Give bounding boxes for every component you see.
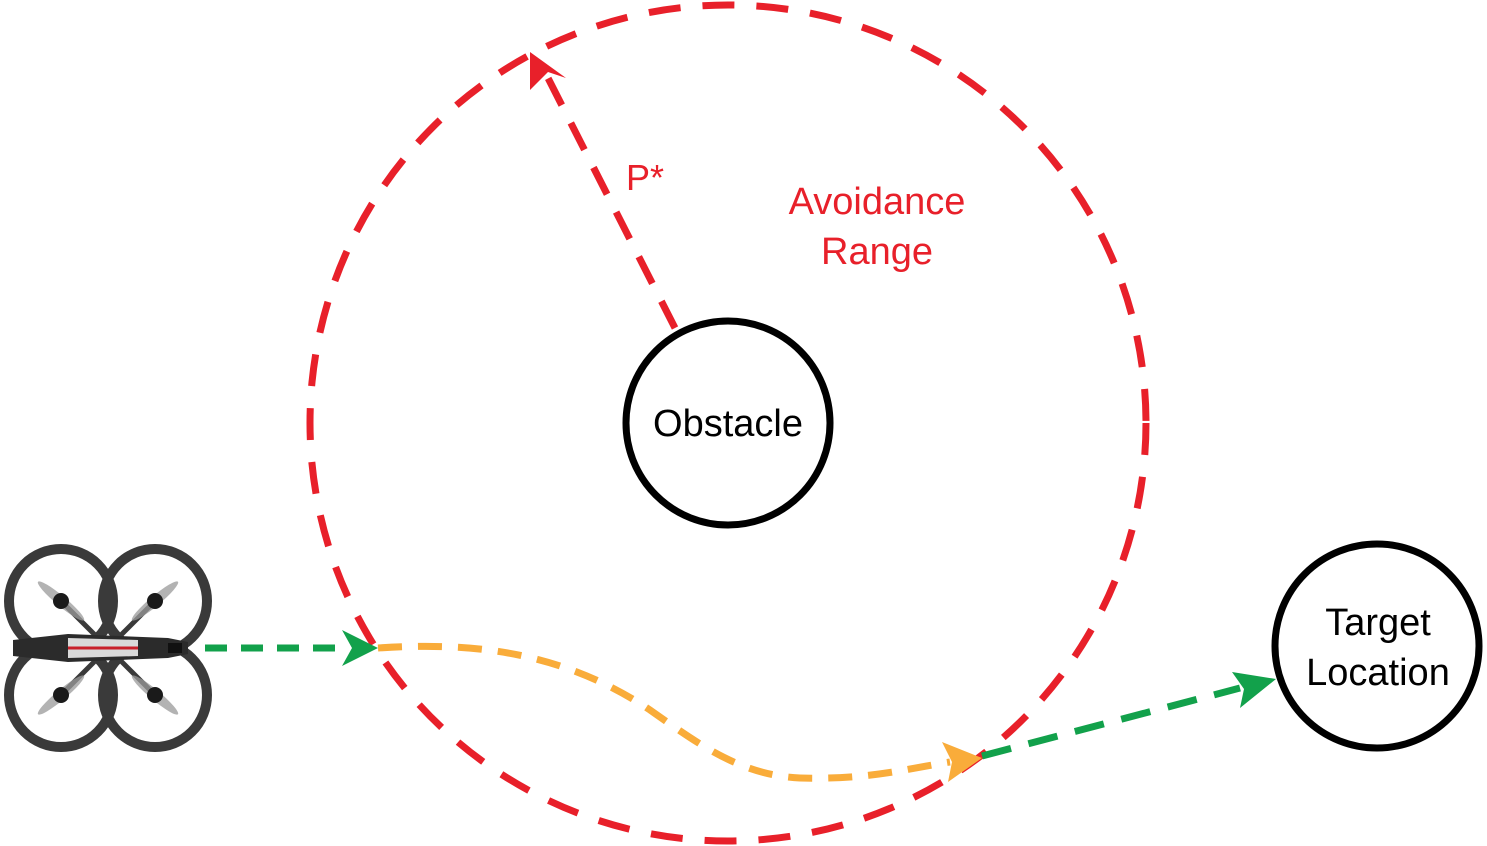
target-location-label-line2: Location (1306, 652, 1450, 694)
direct-path-end-arrowhead (1232, 672, 1276, 708)
obstacle-circle (622, 317, 834, 529)
obstacle-label: Obstacle (653, 403, 803, 445)
avoidance-path-arrowhead (942, 742, 982, 782)
radius-arrow-line (544, 76, 679, 330)
radius-arrowhead (530, 52, 566, 90)
avoidance-path (377, 642, 951, 782)
avoidance-range-label-line2: Range (821, 231, 933, 273)
target-location-label-line1: Target (1325, 602, 1431, 644)
target-location-circle (1271, 540, 1483, 752)
quadcopter-drone-icon (4, 544, 212, 752)
avoidance-range-circle (306, 1, 1150, 845)
direct-path-start-arrowhead (342, 630, 378, 666)
radius-label: P* (626, 157, 664, 198)
avoidance-range-label-line1: Avoidance (789, 181, 966, 223)
